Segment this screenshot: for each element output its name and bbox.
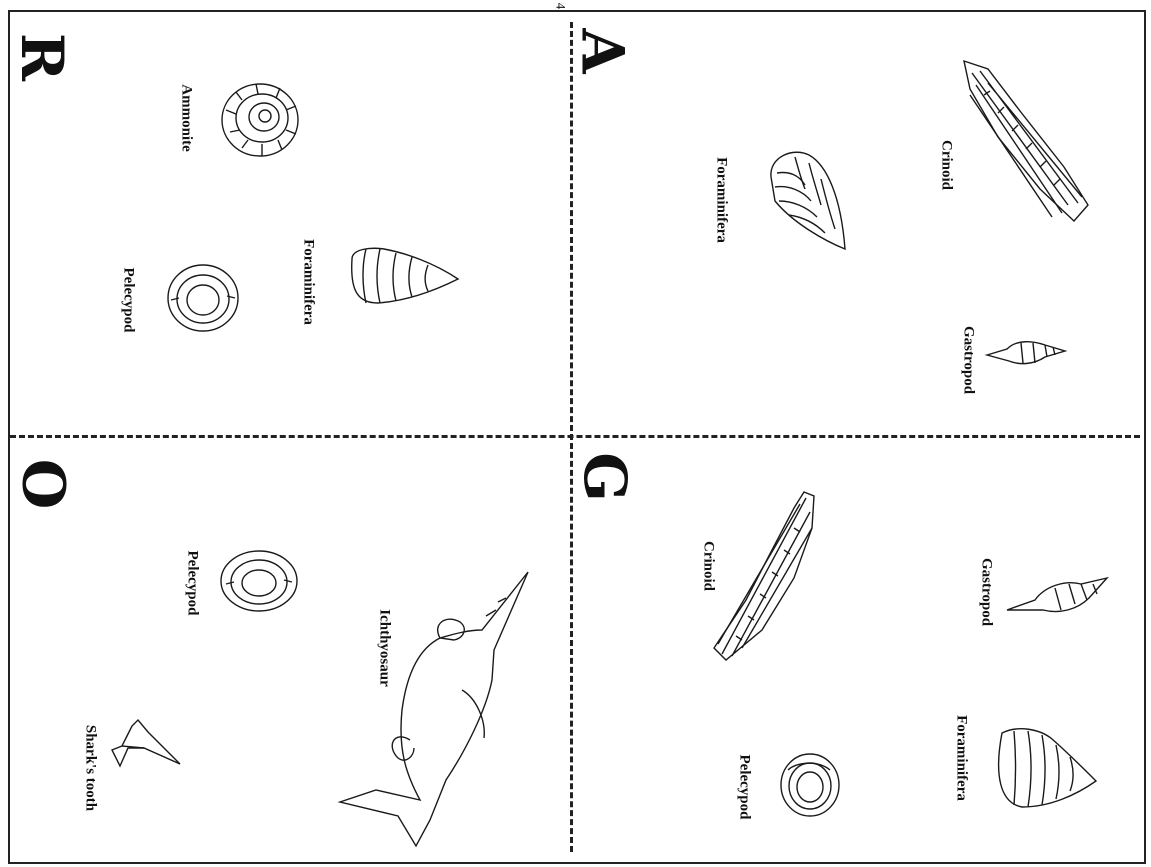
pelecypod-g-icon <box>778 752 842 818</box>
gastropod-a-icon <box>985 335 1067 369</box>
quadrant-letter-g: G <box>576 452 634 502</box>
ammonite-icon <box>218 80 302 160</box>
sharks-tooth-icon <box>108 718 184 770</box>
label-gastropod-g: Gastropod <box>979 558 994 626</box>
label-gastropod-a: Gastropod <box>961 326 976 394</box>
horizontal-cut-line <box>10 435 1140 438</box>
page-number-mark: 4 <box>552 3 568 10</box>
pelecypod-o-icon <box>218 548 300 614</box>
crinoid-g-icon <box>710 488 820 663</box>
label-pelecypod-g: Pelecypod <box>737 755 752 820</box>
label-ammonite: Ammonite <box>179 84 194 152</box>
label-crinoid-a: Crinoid <box>939 140 954 190</box>
foraminifera-a-icon <box>765 145 850 257</box>
label-pelecypod-o: Pelecypod <box>185 551 200 616</box>
foraminifera-g-icon <box>992 725 1100 813</box>
label-foraminifera-a: Foraminifera <box>714 157 729 243</box>
label-foraminifera-g: Foraminifera <box>954 715 969 801</box>
label-pelecypod-r: Pelecypod <box>121 268 136 333</box>
pelecypod-r-icon <box>165 262 241 334</box>
ichthyosaur-icon <box>336 570 532 848</box>
label-sharks-tooth: Shark's tooth <box>83 725 98 811</box>
crinoid-a-icon <box>958 55 1093 227</box>
quadrant-letter-a: A <box>574 28 632 73</box>
label-foraminifera-r: Foraminifera <box>301 239 316 325</box>
gastropod-g-icon <box>1005 570 1110 622</box>
quadrant-letter-o: O <box>14 459 72 510</box>
quadrant-letter-r: R <box>13 33 71 81</box>
foraminifera-r-icon <box>348 245 460 305</box>
